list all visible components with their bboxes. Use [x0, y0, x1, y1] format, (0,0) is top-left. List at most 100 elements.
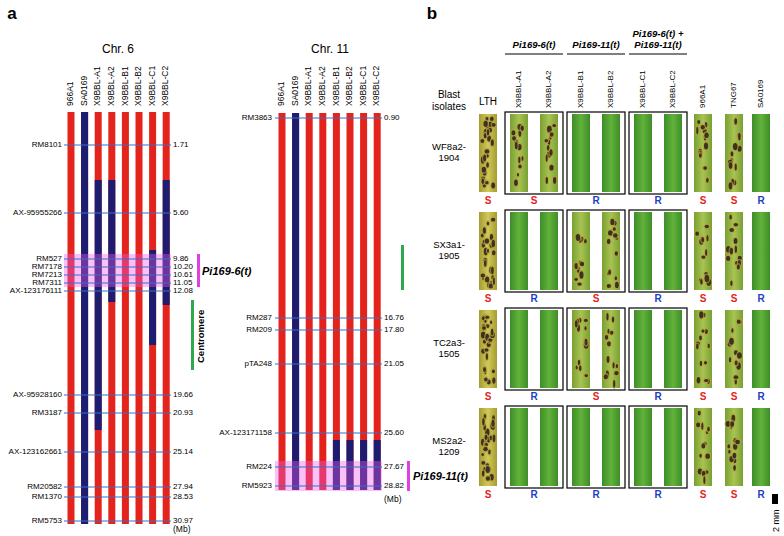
group-box — [567, 112, 625, 194]
row-header: Blast isolates — [426, 89, 472, 112]
lesion — [491, 329, 494, 336]
lesion-halo — [482, 366, 487, 374]
lesion — [485, 316, 489, 319]
reaction-score: R — [757, 293, 764, 305]
lesion — [605, 335, 608, 340]
lesion-halo — [489, 116, 495, 123]
lesion-halo — [583, 318, 589, 324]
lesion-halo — [696, 119, 701, 125]
lesion-halo — [736, 351, 743, 360]
group-title: Pi169-6(t) + Pi169-11(t) — [627, 29, 689, 51]
marker-name: RM7213 — [32, 270, 62, 279]
line-name: TNG67 — [729, 82, 738, 108]
lesion-halo — [696, 376, 702, 385]
reaction-score: S — [700, 391, 707, 403]
lesion-halo — [700, 421, 704, 431]
lesion-halo — [704, 452, 711, 460]
lesion — [613, 362, 615, 368]
marker-name: RM7311 — [32, 278, 62, 287]
lesion — [705, 275, 710, 282]
lesion-halo — [575, 364, 579, 370]
lesion-halo — [545, 153, 549, 163]
lesion-halo — [612, 232, 619, 239]
lesion — [493, 435, 496, 443]
lesion-halo — [726, 443, 731, 450]
reaction-score: S — [485, 391, 492, 403]
leaf-panel — [479, 54, 770, 488]
lesion-halo — [481, 323, 487, 332]
unit-label: (Mb) — [173, 525, 190, 535]
marker-name: RM527 — [36, 254, 62, 263]
leaf-image — [479, 212, 497, 290]
lesion — [484, 320, 486, 323]
lesion-halo — [613, 370, 620, 377]
line-name: X9BBL-B1 — [332, 66, 342, 106]
lesion-halo — [698, 453, 703, 459]
lesion-halo — [700, 442, 706, 450]
lesion-halo — [733, 222, 740, 228]
lesion-halo — [482, 446, 489, 453]
chromosome-bar — [149, 112, 156, 524]
leaf-image — [664, 310, 682, 388]
chromosome-bar — [68, 112, 75, 524]
lesion — [546, 177, 548, 184]
lesion-halo — [517, 163, 522, 169]
lesion-halo — [615, 363, 619, 370]
leaf-image — [634, 408, 652, 486]
lesion — [735, 440, 740, 445]
lesion-halo — [703, 360, 708, 366]
chromosome-bar — [81, 112, 88, 524]
lesion-halo — [736, 318, 742, 325]
marker-line — [64, 283, 171, 284]
line-name: X9BBL-B2 — [606, 71, 615, 108]
lesion — [698, 411, 701, 416]
lesion — [726, 256, 730, 261]
lesion — [521, 126, 524, 132]
group-box — [629, 308, 687, 390]
lesion — [705, 249, 707, 256]
reaction-score: S — [731, 391, 738, 403]
marker-line — [64, 275, 171, 276]
lesion — [552, 124, 556, 127]
lesion-halo — [732, 464, 737, 472]
lesion-halo — [604, 334, 609, 341]
lesion — [730, 248, 733, 255]
marker-line — [64, 497, 171, 498]
lesion — [491, 267, 494, 275]
position-mb: 28.53 — [173, 492, 193, 501]
lesion-halo — [574, 262, 579, 271]
lesion — [606, 313, 608, 320]
leaf-image — [572, 114, 590, 192]
panel-letter: b — [427, 4, 437, 24]
lesion — [708, 343, 710, 348]
marker-name: RM20582 — [27, 482, 62, 491]
isolate-name: WF8a2-1904 — [427, 142, 471, 164]
lesion-halo — [584, 373, 589, 379]
marker-line — [64, 145, 171, 146]
lesion-halo — [694, 230, 700, 237]
lesion-halo — [488, 265, 493, 274]
lesion — [695, 231, 699, 235]
lesion — [491, 218, 495, 222]
lesion-halo — [703, 131, 709, 139]
position-mb: 0.90 — [384, 113, 400, 122]
lesion-halo — [484, 237, 490, 245]
marker-line — [275, 118, 382, 119]
lesion — [607, 284, 611, 288]
lesion — [729, 357, 731, 362]
lesion-halo — [520, 124, 525, 132]
lesion-halo — [491, 122, 497, 128]
lesion-halo — [605, 312, 609, 322]
lesion-halo — [733, 117, 738, 126]
lesion-halo — [491, 419, 496, 428]
lesion-halo — [484, 180, 489, 186]
line-name: X9BBL-A2 — [107, 66, 117, 106]
lesion-halo — [697, 410, 702, 417]
lesion-halo — [486, 248, 490, 254]
marker-line — [275, 330, 382, 331]
lesion — [486, 162, 489, 168]
lesion — [493, 278, 495, 285]
lesion — [616, 364, 618, 368]
line-name: X9BBL-B2 — [134, 66, 144, 106]
